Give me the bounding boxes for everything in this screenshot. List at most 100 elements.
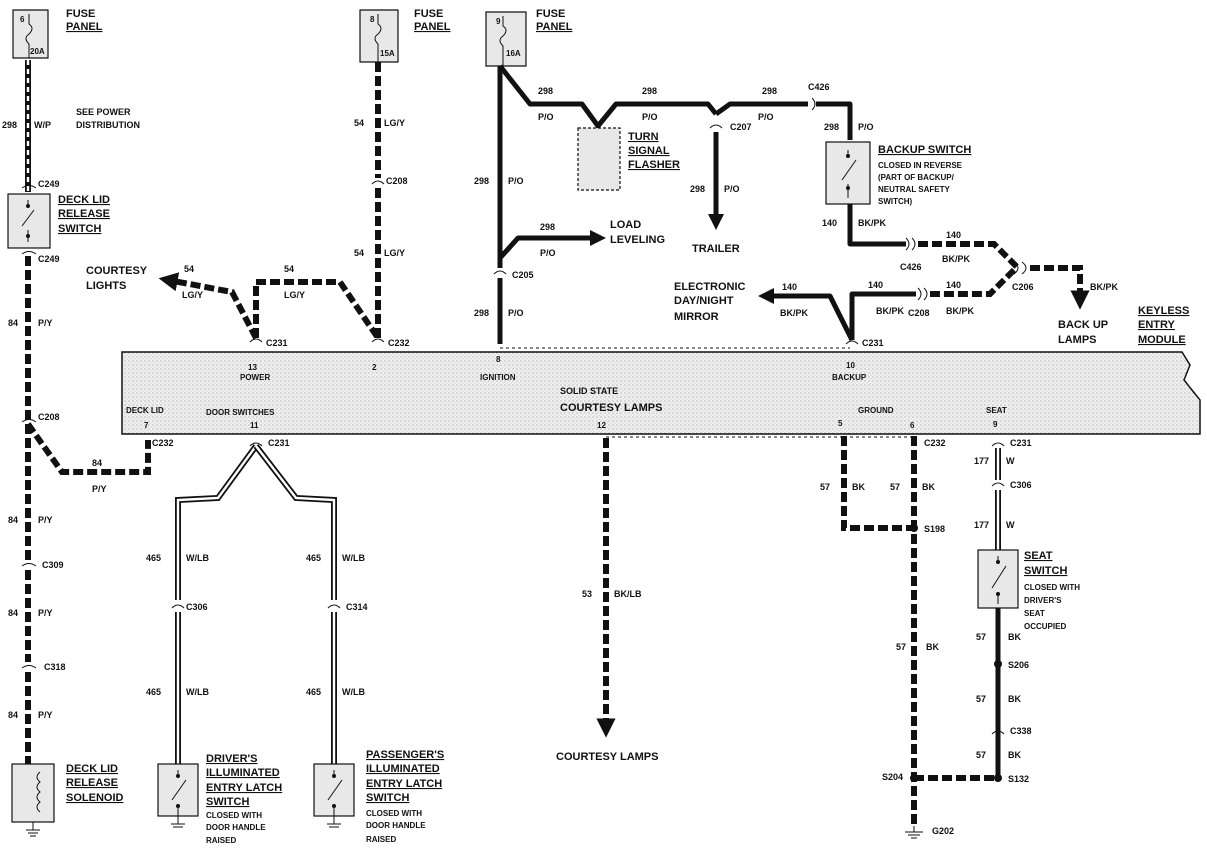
turn-signal-2: SIGNAL [628, 145, 670, 157]
pin-8-num: 8 [496, 355, 501, 364]
deck-switch-3: SWITCH [58, 223, 101, 235]
backup-note-2: (PART OF BACKUP/ [878, 173, 955, 182]
pin2-circuit: 54 LG/Y C208 54 LG/Y C232 [354, 62, 410, 348]
wire-298-num-h1: 298 [538, 86, 553, 96]
seat-note-1: CLOSED WITH [1024, 583, 1080, 592]
wire-298-num-tr: 298 [690, 184, 705, 194]
conn-c426a: C426 [808, 82, 830, 92]
wire-54-num-3: 54 [354, 118, 364, 128]
wire-57-num-1: 57 [820, 482, 830, 492]
wire-177-color-1: W [1006, 456, 1015, 466]
wire-57-num-6: 57 [976, 750, 986, 760]
trailer-label: TRAILER [692, 243, 740, 255]
wire-465-color-3: W/LB [186, 687, 209, 697]
fuse-2-cavity: 8 [370, 15, 375, 24]
pin-13-num: 13 [248, 363, 257, 372]
courtesy-lights-2: LIGHTS [86, 280, 126, 292]
ground-g202: G202 [932, 826, 954, 836]
wire-57-color-6: BK [1008, 750, 1021, 760]
wire-298-color: W/P [34, 120, 51, 130]
seat-note-3: SEAT [1024, 609, 1045, 618]
turn-signal-3: FLASHER [628, 159, 680, 171]
passenger-note-2: DOOR HANDLE [366, 821, 426, 830]
courtesy-lamps-circuit: 53 BK/LB COURTESY LAMPS [556, 438, 658, 763]
conn-c231d: C231 [1010, 438, 1032, 448]
pin-2-num: 2 [372, 363, 377, 372]
backup-note-3: NEUTRAL SAFETY [878, 185, 951, 194]
wire-57-color-4: BK [1008, 632, 1021, 642]
wire-298-color-h3: P/O [758, 112, 774, 122]
wire-57-num-3: 57 [896, 642, 906, 652]
driver-note-3: RAISED [206, 836, 236, 845]
wire-298-color-h2: P/O [642, 112, 658, 122]
courtesy-lights-circuit: 54 LG/Y COURTESY LIGHTS 54 LG/Y C231 [86, 264, 381, 348]
pin-5-num: 5 [838, 419, 843, 428]
driver-switch-3: ENTRY LATCH [206, 782, 282, 794]
wire-84-color-1: P/Y [38, 318, 53, 328]
backup-note-4: SWITCH) [878, 197, 913, 206]
conn-c208a: C208 [38, 412, 60, 422]
wire-84-color-3: P/Y [38, 515, 53, 525]
pin-9-name: SEAT [986, 406, 1007, 415]
wire-57-color-1: BK [852, 482, 865, 492]
wire-140-color-bl: BK/PK [1090, 282, 1119, 292]
wire-140-num-4: 140 [868, 280, 883, 290]
wire-84-num-4: 84 [8, 608, 18, 618]
conn-c338: C338 [1010, 726, 1032, 736]
passenger-switch-4: SWITCH [366, 792, 409, 804]
pin-13-name: POWER [240, 373, 270, 382]
driver-switch-1: DRIVER'S [206, 753, 258, 765]
fuse-2-rating: 15A [380, 49, 395, 58]
wire-53-num: 53 [582, 589, 592, 599]
conn-c206: C206 [1012, 282, 1034, 292]
keyless-entry-module: SOLID STATE COURTESY LAMPS 13 POWER 2 8 … [121, 305, 1201, 438]
door-switch-circuit: C231 465 W/LB 465 W/LB C306 C314 465 W/L… [146, 438, 444, 845]
module-name: SOLID STATE [560, 386, 618, 396]
conn-c426b: C426 [900, 262, 922, 272]
conn-c208c: C208 [908, 308, 930, 318]
fuse-1-rating: 20A [30, 47, 45, 56]
backup-circuit: BACKUP SWITCH CLOSED IN REVERSE (PART OF… [674, 141, 1119, 348]
wire-465-num-1: 465 [146, 553, 161, 563]
load-leveling-1: LOAD [610, 219, 641, 231]
pin-11-num: 11 [250, 421, 259, 430]
seat-note-2: DRIVER'S [1024, 596, 1062, 605]
mirror-1: ELECTRONIC [674, 281, 746, 293]
conn-c207: C207 [730, 122, 752, 132]
pin-7-num: 7 [144, 421, 149, 430]
seat-switch-2: SWITCH [1024, 565, 1067, 577]
courtesy-lights-1: COURTESY [86, 265, 148, 277]
wire-298-color-v1: P/O [508, 176, 524, 186]
fuse-1-label-1: FUSE [66, 8, 95, 20]
wire-140-color-3: BK/PK [946, 306, 975, 316]
wire-140-color-5: BK/PK [780, 308, 809, 318]
wire-57-color-5: BK [1008, 694, 1021, 704]
pin-6-num: 6 [910, 421, 915, 430]
ignition-circuit: 298 P/O 298 P/O LOAD LEVELING C205 298 P… [474, 64, 874, 344]
seat-circuit: C231 177 W C306 177 W SEAT SWITCH CLOSED… [974, 438, 1080, 784]
pin-8-name: IGNITION [480, 373, 516, 382]
wire-298-num-h3: 298 [762, 86, 777, 96]
driver-note-1: CLOSED WITH [206, 811, 262, 820]
wire-298-num-v1: 298 [474, 176, 489, 186]
seat-note-4: OCCUPIED [1024, 622, 1066, 631]
conn-c318: C318 [44, 662, 66, 672]
wire-465-color-4: W/LB [342, 687, 365, 697]
wire-298-color-tr: P/O [724, 184, 740, 194]
wire-57-color-2: BK [922, 482, 935, 492]
wire-177-num-2: 177 [974, 520, 989, 530]
load-leveling-2: LEVELING [610, 234, 665, 246]
mirror-2: DAY/NIGHT [674, 295, 734, 307]
passenger-switch-2: ILLUMINATED [366, 763, 440, 775]
courtesy-lamps-label: COURTESY LAMPS [556, 751, 658, 763]
wire-140-num-5: 140 [782, 282, 797, 292]
solenoid-2: RELEASE [66, 777, 118, 789]
wire-84-color-2: P/Y [92, 484, 107, 494]
wire-84-num-2: 84 [92, 458, 102, 468]
wire-84-num-3: 84 [8, 515, 18, 525]
wire-465-color-1: W/LB [186, 553, 209, 563]
wire-54-color-4: LG/Y [384, 248, 405, 258]
wire-465-color-2: W/LB [342, 553, 365, 563]
wire-465-num-3: 465 [146, 687, 161, 697]
wire-54-color-2: LG/Y [284, 290, 305, 300]
